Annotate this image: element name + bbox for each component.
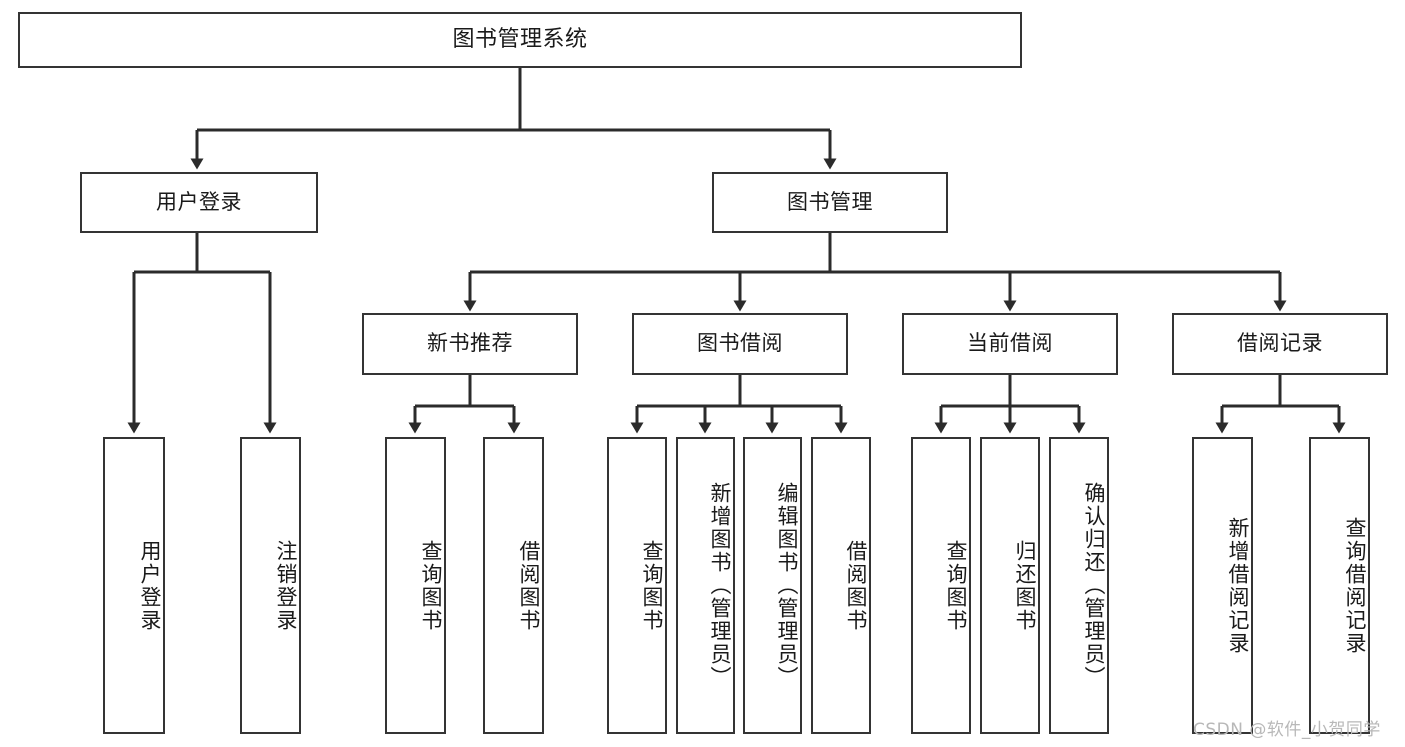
leaf-user-logout[interactable]: 注销登录 xyxy=(240,437,301,734)
leaf-current-return-books[interactable]: 归还图书 xyxy=(980,437,1040,734)
leaf-newbook-borrow-books[interactable]: 借阅图书 xyxy=(483,437,544,734)
node-borrow-record[interactable]: 借阅记录 xyxy=(1172,313,1388,375)
node-user-login[interactable]: 用户登录 xyxy=(80,172,318,233)
leaf-borrow-add-book-admin[interactable]: 新增图书（管理员） xyxy=(676,437,735,734)
node-book-borrow[interactable]: 图书借阅 xyxy=(632,313,848,375)
leaf-borrow-query-books[interactable]: 查询图书 xyxy=(607,437,667,734)
leaf-current-query-books[interactable]: 查询图书 xyxy=(911,437,971,734)
csdn-watermark: CSDN @软件_小贺同学 xyxy=(1193,720,1381,740)
node-current-borrow[interactable]: 当前借阅 xyxy=(902,313,1118,375)
leaf-current-confirm-return-admin[interactable]: 确认归还（管理员） xyxy=(1049,437,1109,734)
node-new-book-recommend[interactable]: 新书推荐 xyxy=(362,313,578,375)
leaf-record-query-borrow-record[interactable]: 查询借阅记录 xyxy=(1309,437,1370,734)
node-book-management[interactable]: 图书管理 xyxy=(712,172,948,233)
node-root-library-system[interactable]: 图书管理系统 xyxy=(18,12,1022,68)
leaf-user-login[interactable]: 用户登录 xyxy=(103,437,165,734)
leaf-borrow-edit-book-admin[interactable]: 编辑图书（管理员） xyxy=(743,437,802,734)
leaf-borrow-borrow-books[interactable]: 借阅图书 xyxy=(811,437,871,734)
leaf-newbook-query-books[interactable]: 查询图书 xyxy=(385,437,446,734)
leaf-record-add-borrow-record[interactable]: 新增借阅记录 xyxy=(1192,437,1253,734)
